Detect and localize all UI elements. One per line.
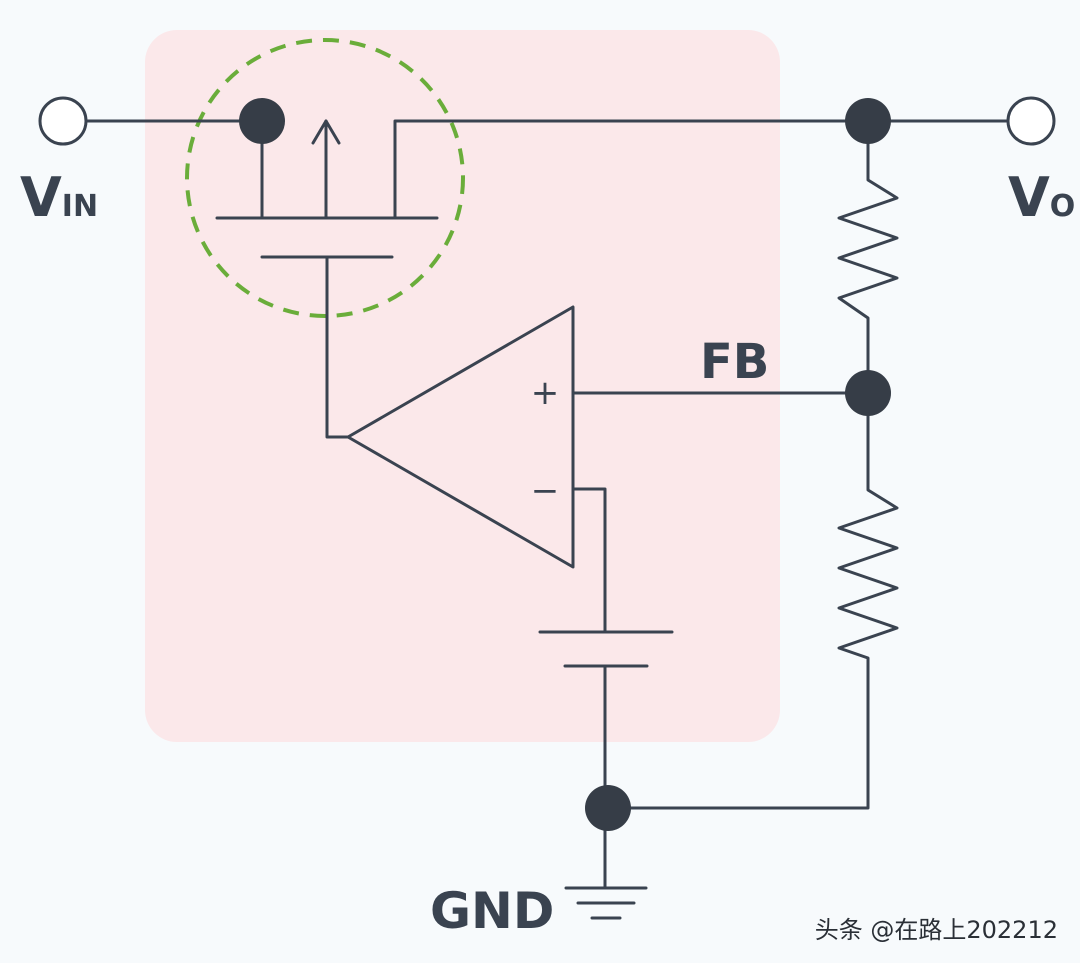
resistor-bottom (603, 391, 899, 810)
resistor-top (837, 119, 899, 395)
terminal-vo (1006, 96, 1056, 146)
label-vo: VO (1008, 166, 1075, 229)
output-wire (393, 119, 1010, 220)
ground-symbol (564, 886, 648, 920)
mosfet-highlight-circle (185, 38, 465, 318)
ref-wire (571, 487, 607, 634)
watermark: 头条 @在路上202212 (814, 916, 1058, 944)
node-vo-junction (845, 98, 891, 144)
node-fb-junction (845, 370, 891, 416)
ic-internal-block (145, 30, 780, 742)
node-gnd-junction (585, 785, 631, 831)
opamp-minus-sign: − (531, 471, 560, 511)
opamp-plus-sign: + (531, 373, 560, 413)
op-amp (346, 305, 575, 569)
terminal-vin (38, 96, 88, 146)
node-vin-junction (239, 98, 285, 144)
gate-wire (325, 255, 350, 439)
label-gnd: GND (430, 882, 554, 940)
label-vin: VIN (20, 166, 98, 229)
label-fb: FB (700, 334, 769, 390)
